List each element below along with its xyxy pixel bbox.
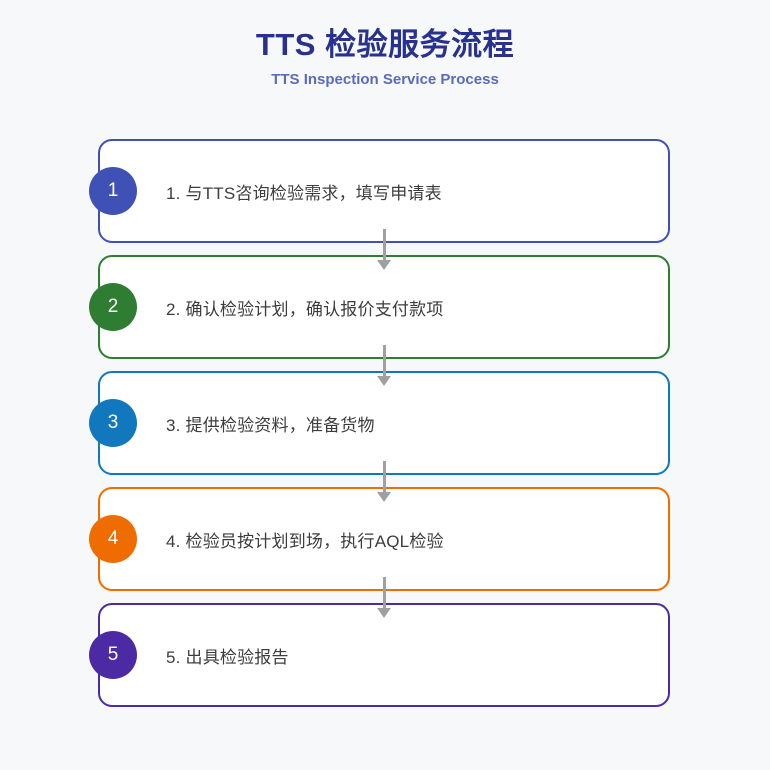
arrow-stem	[382, 461, 386, 492]
step-label: 3. 提供检验资料，准备货物	[166, 415, 375, 435]
arrow-stem	[382, 577, 386, 608]
arrow-down-icon	[377, 577, 391, 618]
step-box: 3 3. 提供检验资料，准备货物	[89, 371, 670, 475]
arrow-stem	[382, 229, 386, 260]
step-5: 5 5. 出具检验报告	[89, 603, 670, 707]
arrow-down-icon	[377, 229, 391, 270]
arrow-stem	[382, 345, 386, 376]
step-number-badge: 5	[89, 631, 137, 679]
step-box: 1 1. 与TTS咨询检验需求，填写申请表	[89, 139, 670, 243]
step-3: 3 3. 提供检验资料，准备货物	[89, 371, 670, 502]
step-number-badge: 2	[89, 283, 137, 331]
arrow-head	[377, 376, 391, 386]
step-4: 4 4. 检验员按计划到场，执行AQL检验	[89, 487, 670, 618]
page-title: TTS 检验服务流程	[255, 27, 515, 62]
step-box: 4 4. 检验员按计划到场，执行AQL检验	[89, 487, 670, 591]
process-flow: 1 1. 与TTS咨询检验需求，填写申请表 2 2. 确认检验计划，确认报价支付…	[0, 139, 770, 707]
step-label: 4. 检验员按计划到场，执行AQL检验	[166, 531, 444, 551]
page-subtitle: TTS Inspection Service Process	[271, 71, 499, 88]
step-label: 2. 确认检验计划，确认报价支付款项	[166, 299, 444, 319]
step-number-badge: 3	[89, 399, 137, 447]
arrow-down-icon	[377, 345, 391, 386]
arrow-head	[377, 608, 391, 618]
step-1: 1 1. 与TTS咨询检验需求，填写申请表	[89, 139, 670, 270]
arrow-down-icon	[377, 461, 391, 502]
step-label: 1. 与TTS咨询检验需求，填写申请表	[166, 183, 442, 203]
step-label: 5. 出具检验报告	[166, 647, 289, 667]
step-box: 5 5. 出具检验报告	[89, 603, 670, 707]
arrow-head	[377, 260, 391, 270]
step-box: 2 2. 确认检验计划，确认报价支付款项	[89, 255, 670, 359]
arrow-head	[377, 492, 391, 502]
step-number-badge: 1	[89, 167, 137, 215]
header: TTS 检验服务流程 TTS Inspection Service Proces…	[0, 0, 770, 90]
step-2: 2 2. 确认检验计划，确认报价支付款项	[89, 255, 670, 386]
step-number-badge: 4	[89, 515, 137, 563]
